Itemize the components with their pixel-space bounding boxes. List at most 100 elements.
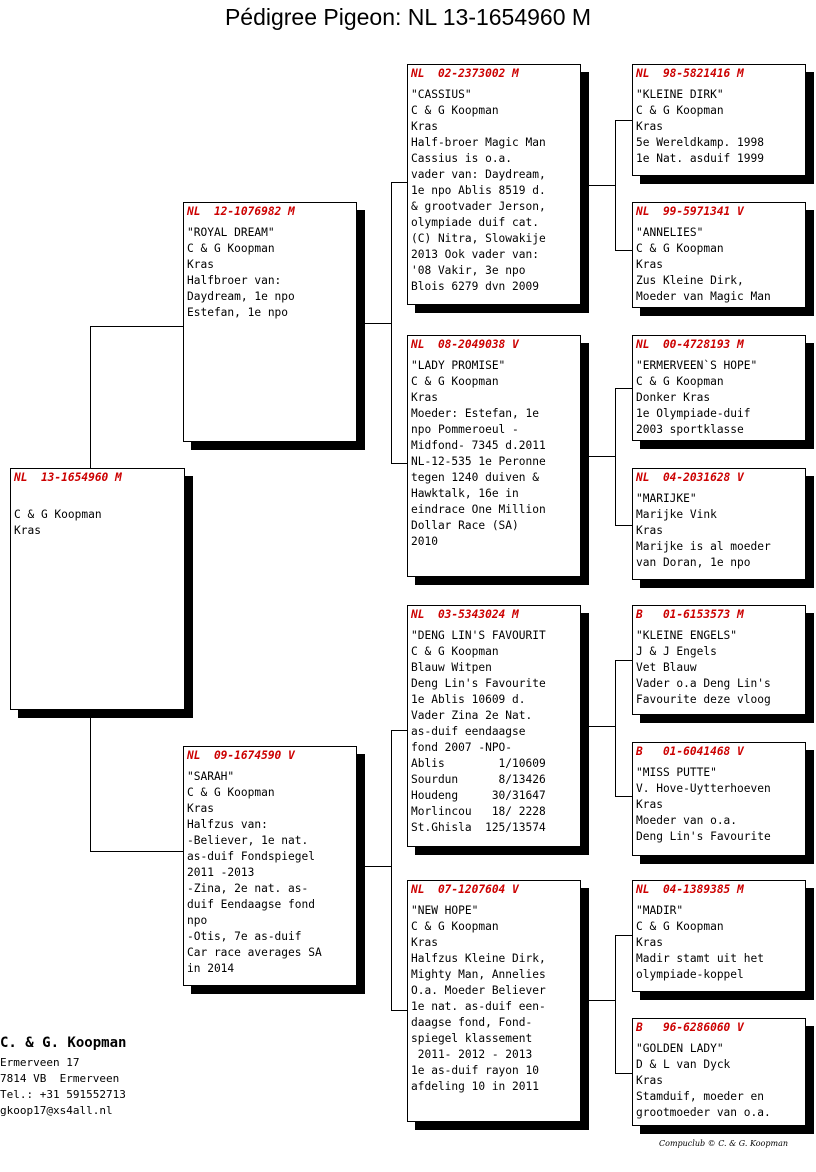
pigeon-info-line: Hawktalk, 16e in	[411, 487, 519, 500]
ring-number: NL 04-1389385 M	[636, 883, 744, 896]
pigeon-info-line: spiegel klassement	[411, 1032, 533, 1045]
connector-line	[580, 185, 615, 186]
pigeon-info-line: Sourdun 8/13426	[411, 773, 546, 786]
pigeon-info-line: C & G Koopman	[636, 242, 724, 255]
connector-line	[615, 1073, 632, 1074]
pigeon-info-line: "ANNELIES"	[636, 226, 704, 239]
pigeon-info-line: 1e Ablis 10609 d.	[411, 693, 526, 706]
pigeon-info-line: daagse fond, Fond-	[411, 1016, 533, 1029]
pigeon-info-line: -Believer, 1e nat.	[187, 834, 309, 847]
pigeon-info-line: Kras	[411, 936, 438, 949]
owner-address: Ermerveen 17	[0, 1056, 80, 1069]
pigeon-info-line: olympiade duif cat.	[411, 216, 539, 229]
pigeon-info-line: "ERMERVEEN`S HOPE"	[636, 359, 758, 372]
pigeon-info-line: Kras	[187, 802, 214, 815]
pigeon-info-line: Blois 6279 dvn 2009	[411, 280, 539, 293]
page-title: Pédigree Pigeon: NL 13-1654960 M	[224, 4, 592, 30]
pigeon-info-line: Houdeng 30/31647	[411, 789, 546, 802]
connector-line	[615, 120, 632, 121]
pigeon-info-line: J & J Engels	[636, 645, 717, 658]
pigeon-info-line: C & G Koopman	[187, 242, 275, 255]
pigeon-info-line: Kras	[636, 936, 663, 949]
footer-credit: Compuclub © C. & G. Koopman	[659, 1139, 788, 1148]
pigeon-info-line: C & G Koopman	[14, 508, 102, 521]
pigeon-info-line: C & G Koopman	[187, 786, 275, 799]
pigeon-info-line: Kras	[411, 120, 438, 133]
pigeon-info-line: NL-12-535 1e Peronne	[411, 455, 546, 468]
pigeon-info-line: C & G Koopman	[636, 920, 724, 933]
connector-line	[580, 726, 615, 727]
ring-number: NL 99-5971341 V	[636, 205, 744, 218]
connector-line	[391, 730, 392, 1010]
pigeon-info-line: olympiade-koppel	[636, 968, 744, 981]
ring-number: NL 03-5343024 M	[411, 608, 519, 621]
ring-number: NL 98-5821416 M	[636, 67, 744, 80]
pigeon-info-line: "MISS PUTTE"	[636, 766, 717, 779]
owner-phone: Tel.: +31 591552713	[0, 1088, 126, 1101]
pigeon-info-line: 2011 -2013	[187, 866, 255, 879]
ring-number: B 01-6153573 M	[636, 608, 744, 621]
pigeon-info-line: Moeder van Magic Man	[636, 290, 771, 303]
pigeon-info-line: in 2014	[187, 962, 235, 975]
pigeon-info-line: Car race averages SA	[187, 946, 322, 959]
pigeon-card-mfm: B 01-6041468 V"MISS PUTTE"V. Hove-Uytter…	[632, 742, 806, 856]
pigeon-info-line: npo Pommeroeul -	[411, 423, 519, 436]
connector-line	[391, 730, 407, 731]
pigeon-info-line	[14, 491, 181, 507]
pigeon-info-line: as-duif Fondspiegel	[187, 850, 315, 863]
pigeon-info-line: Kras	[636, 1074, 663, 1087]
connector-line	[580, 1000, 615, 1001]
connector-line	[615, 935, 616, 1073]
pigeon-info-line: grootmoeder van o.a.	[636, 1106, 771, 1119]
pigeon-info-line: Moeder: Estefan, 1e	[411, 407, 539, 420]
owner-city: 7814 VB Ermerveen	[0, 1072, 120, 1085]
pigeon-info-line: Marijke Vink	[636, 508, 717, 521]
pigeon-info-line: Moeder van o.a.	[636, 814, 738, 827]
pigeon-info-line: 1e Nat. asduif 1999	[636, 152, 764, 165]
pigeon-info-line: St.Ghisla 125/13574	[411, 821, 546, 834]
connector-line	[615, 796, 632, 797]
connector-line	[615, 120, 616, 250]
pigeon-info-line: Kras	[187, 258, 214, 271]
pigeon-info-line: "KLEINE ENGELS"	[636, 629, 738, 642]
pigeon-info-line: Kras	[636, 798, 663, 811]
pigeon-card-fm: NL 08-2049038 V"LADY PROMISE"C & G Koopm…	[407, 335, 581, 577]
pigeon-info-line: npo	[187, 914, 208, 927]
connector-line	[90, 710, 91, 851]
pigeon-info-line: Vader o.a Deng Lin's	[636, 677, 771, 690]
pigeon-info-line: 1e Olympiade-duif	[636, 407, 751, 420]
ring-number: NL 02-2373002 M	[411, 67, 519, 80]
pigeon-info-line: Kras	[14, 524, 41, 537]
owner-email: gkoop17@xs4all.nl	[0, 1104, 113, 1117]
pigeon-info-line: 2010	[411, 535, 438, 548]
pigeon-info-line: "GOLDEN LADY"	[636, 1042, 724, 1055]
pigeon-info-line: fond 2007 -NPO-	[411, 741, 513, 754]
pigeon-card-fff: NL 98-5821416 M"KLEINE DIRK"C & G Koopma…	[632, 64, 806, 176]
pigeon-info-line: Kras	[411, 391, 438, 404]
connector-line	[580, 456, 615, 457]
owner-name: C. & G. Koopman	[0, 1035, 127, 1051]
pigeon-info-line: Deng Lin's Favourite	[411, 677, 546, 690]
pigeon-info-line: Favourite deze vloog	[636, 693, 771, 706]
pigeon-info-line: D & L van Dyck	[636, 1058, 731, 1071]
connector-line	[615, 388, 616, 525]
pigeon-info-line: Vader Zina 2e Nat.	[411, 709, 533, 722]
connector-line	[615, 660, 632, 661]
pigeon-info-line: 2011- 2012 - 2013	[411, 1048, 533, 1061]
pigeon-info-line: C & G Koopman	[636, 104, 724, 117]
pigeon-info-line: "DENG LIN'S FAVOURIT	[411, 629, 546, 642]
pigeon-info-line: 2003 sportklasse	[636, 423, 744, 436]
pigeon-info-line: Half-broer Magic Man	[411, 136, 546, 149]
pigeon-info-line: Morlincou 18/ 2228	[411, 805, 546, 818]
pigeon-info-line: 1e as-duif rayon 10	[411, 1064, 539, 1077]
pigeon-info-line: Ablis 1/10609	[411, 757, 546, 770]
pigeon-info-line: Cassius is o.a.	[411, 152, 513, 165]
pigeon-info-line: Marijke is al moeder	[636, 540, 771, 553]
